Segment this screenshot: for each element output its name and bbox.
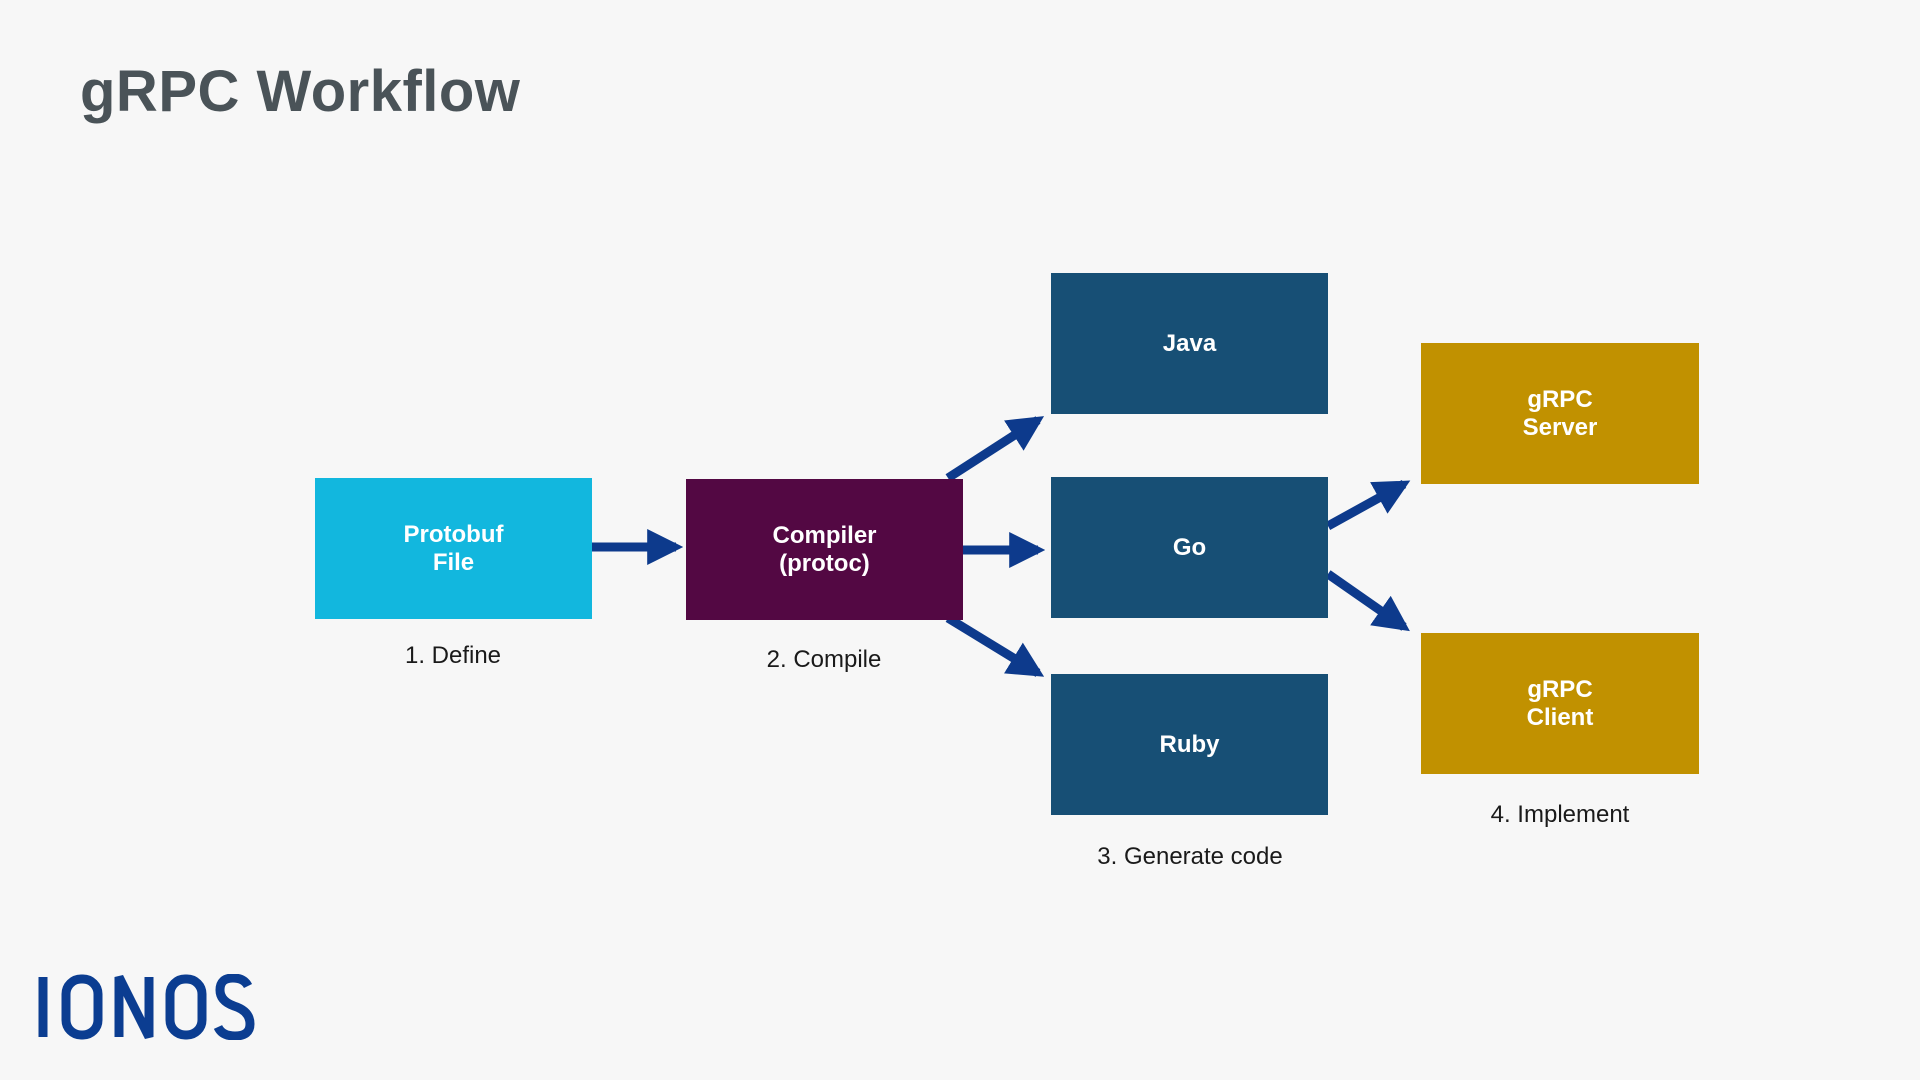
protobuf-file-node: Protobuf File [315,478,592,619]
compiler-node: Compiler (protoc) [686,479,963,620]
step-generate-label: 3. Generate code [1097,843,1283,870]
grpc-server-node: gRPC Server [1421,343,1699,484]
arrow-compiler-to-java [945,416,1045,482]
page-title: gRPC Workflow [80,59,521,124]
grpc-client-node: gRPC Client [1421,633,1699,774]
arrow-compiler-to-ruby [945,614,1045,677]
ruby-node: Ruby [1051,674,1328,815]
arrow-go-to-server [1325,480,1411,530]
step-implement-label: 4. Implement [1490,801,1630,828]
step-compile-label: 2. Compile [766,646,882,673]
step-define-label: 1. Define [404,642,502,669]
go-node: Go [1051,477,1328,618]
arrow-go-to-client [1325,570,1410,632]
ionos-logo [38,974,255,1040]
java-node: Java [1051,273,1328,414]
